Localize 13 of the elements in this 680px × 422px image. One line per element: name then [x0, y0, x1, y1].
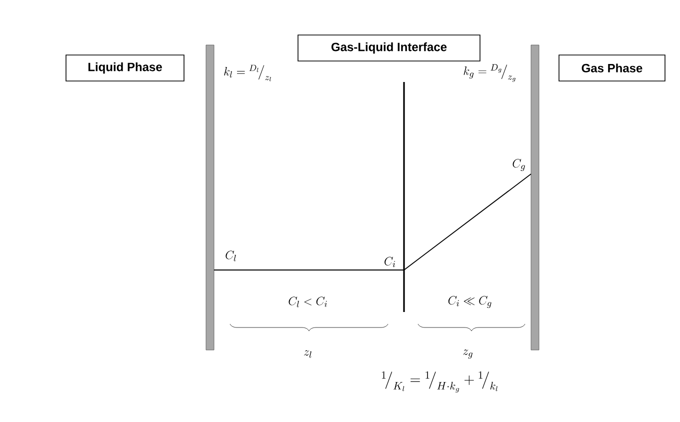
- thickness-label: $z_l$: [304, 350, 312, 358]
- inequality: $C_l < C_i$: [288, 296, 327, 308]
- formula: $k_l = {}^{D_l}\!\big/_{z_l}$: [224, 64, 271, 82]
- title-box: Liquid Phase: [66, 54, 184, 82]
- inequality: $C_i \ll C_g$: [448, 296, 492, 308]
- formula: ${}^{1}\!\big/_{K_l} = {}^{1}\!\big/_{H \cdot k_g} + {}^{1}\!\big/_{k_l}$: [382, 371, 498, 392]
- title-box: Gas-Liquid Interface: [298, 34, 480, 62]
- formula: $k_g = {}^{D_g}\!\big/_{z_g}$: [464, 64, 516, 82]
- concentration-label: $C_i$: [384, 256, 396, 268]
- thickness-label: $z_g$: [463, 350, 472, 358]
- concentration-label: $C_g$: [512, 158, 525, 171]
- concentration-label: $C_l$: [226, 250, 236, 262]
- title-box: Gas Phase: [558, 54, 666, 82]
